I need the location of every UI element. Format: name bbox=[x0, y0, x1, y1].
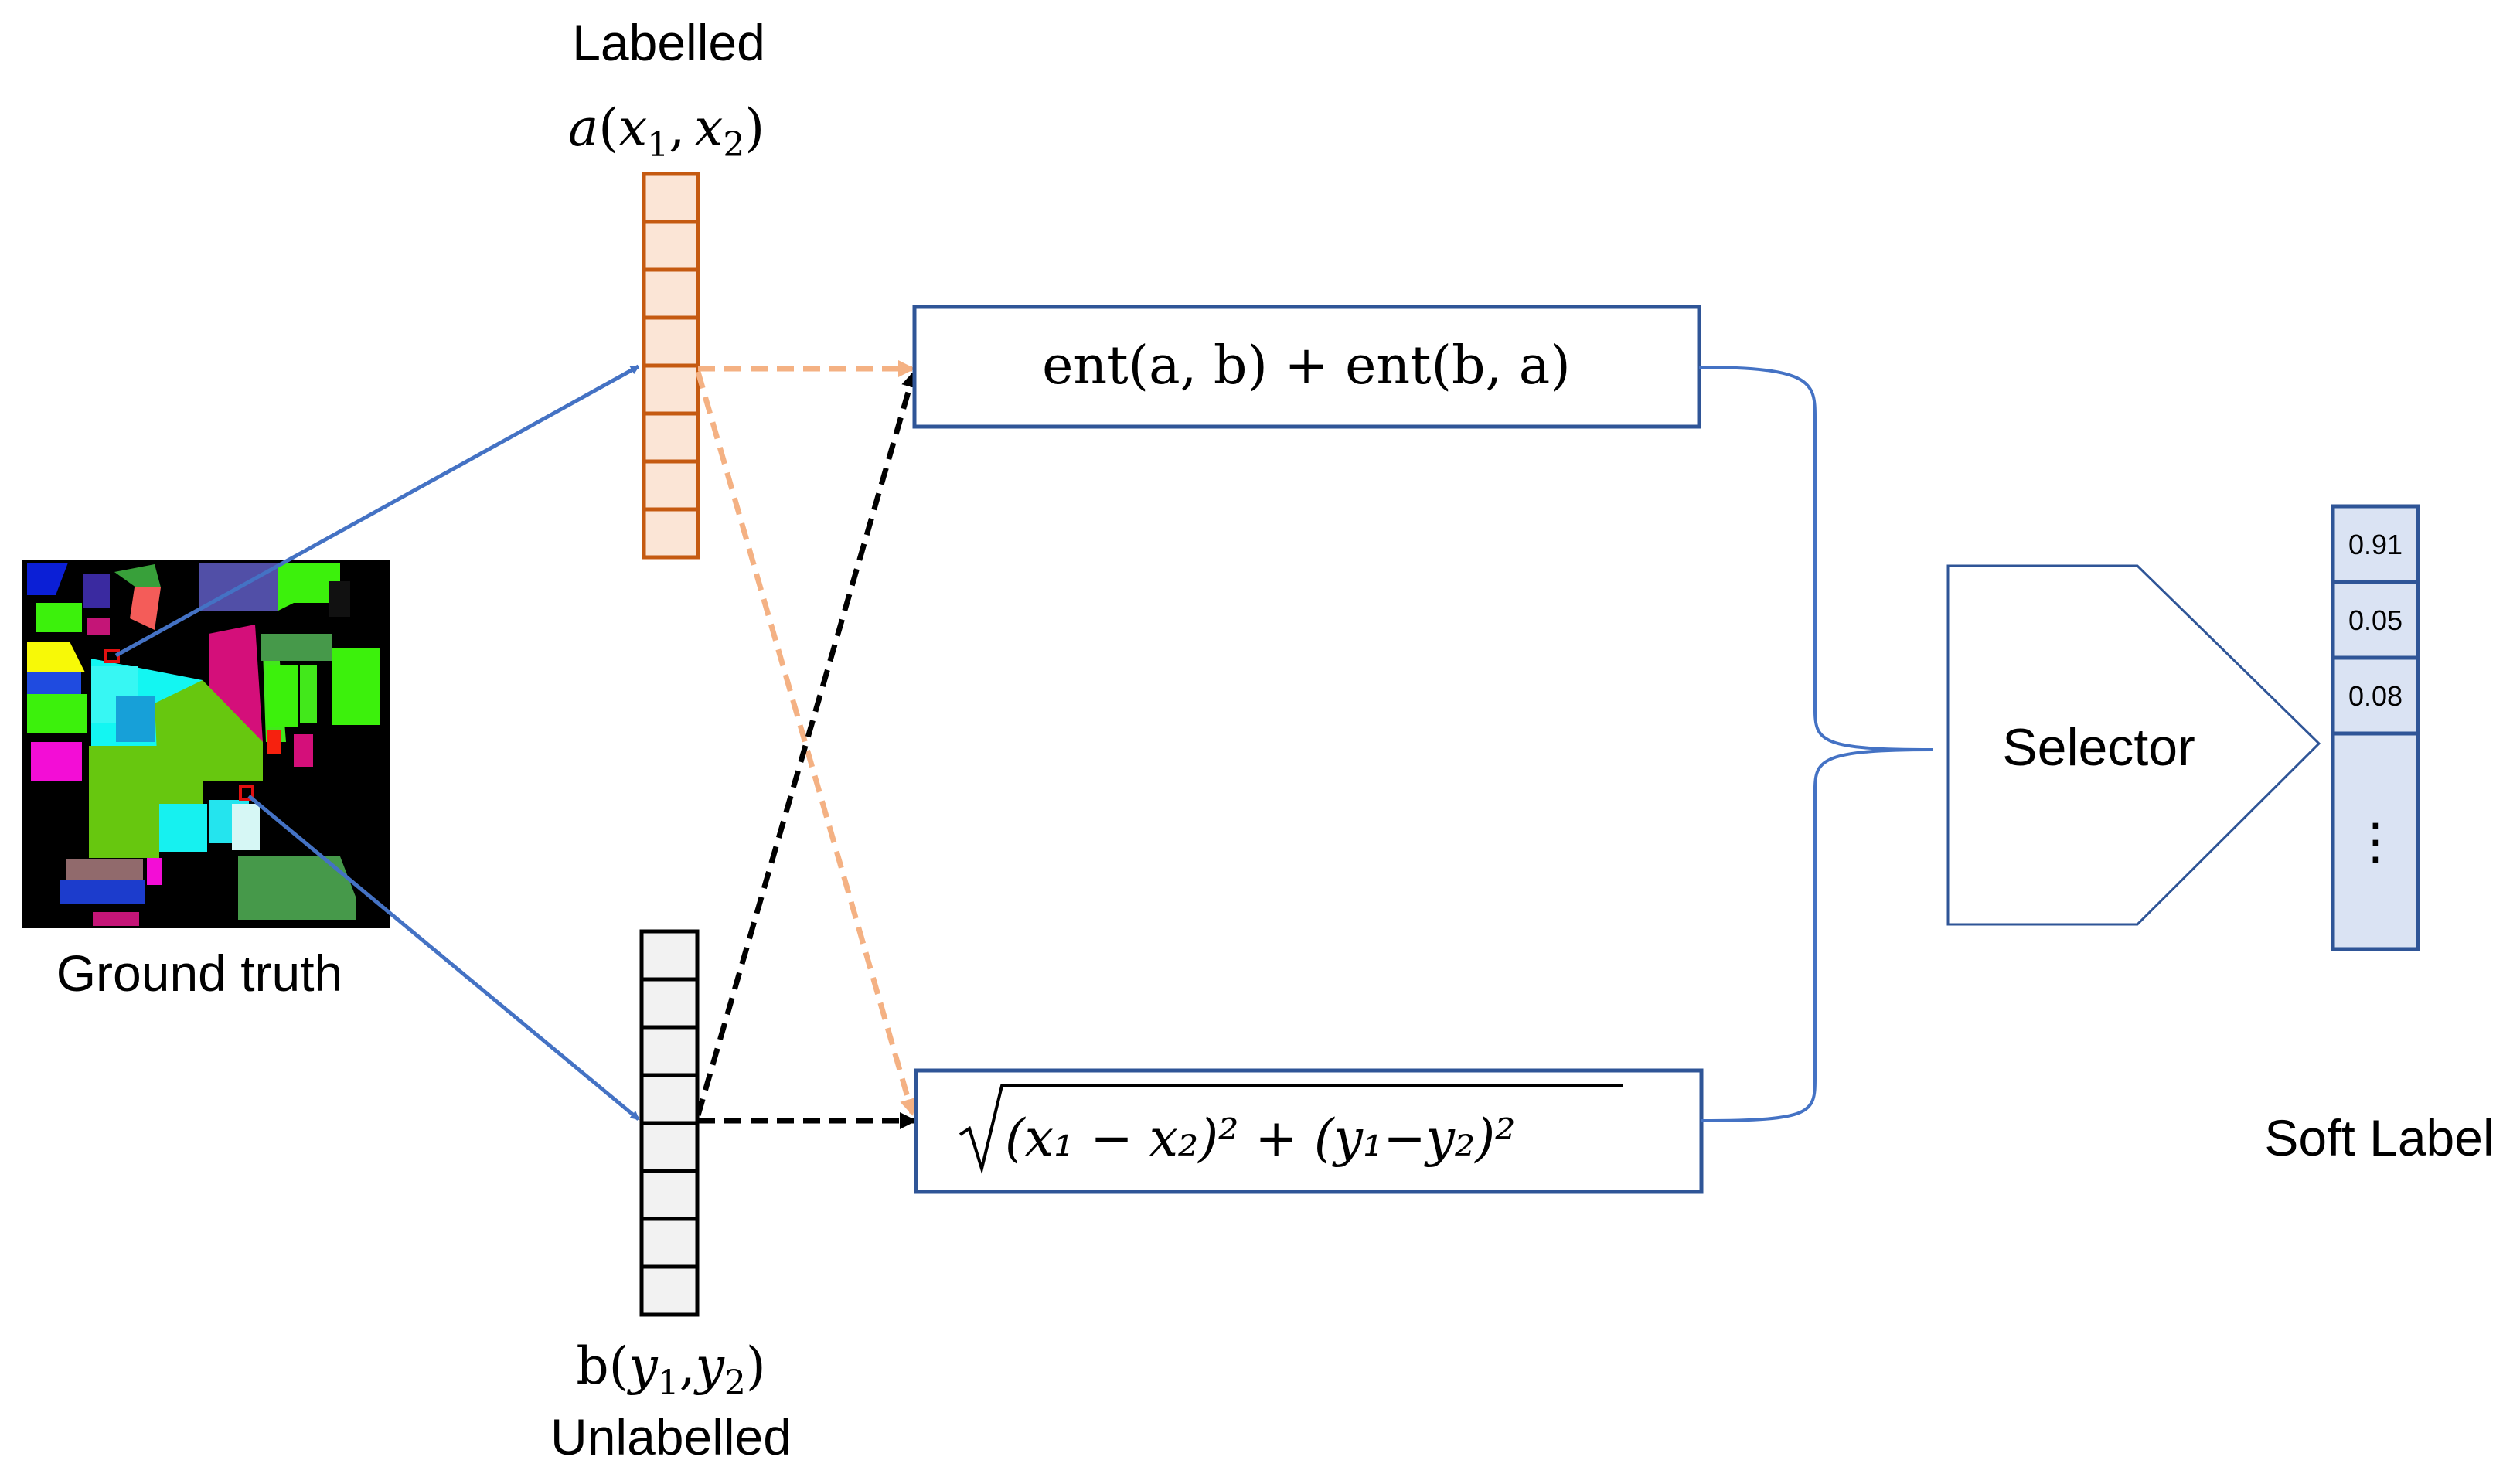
unlabelled-vector-cell bbox=[639, 929, 700, 982]
selector-label: Selector bbox=[2002, 718, 2195, 777]
labelled-vector-cell bbox=[642, 315, 700, 368]
labelled-vector-cell bbox=[642, 459, 700, 512]
labelled-vector-cell bbox=[642, 172, 700, 224]
unlabelled-vector bbox=[639, 929, 700, 1317]
labelled-vector bbox=[642, 172, 700, 560]
distance-formula: (x₁ − x₂)² + (y₁−y₂)² bbox=[1005, 1108, 1516, 1168]
soft-label-value: 0.91 bbox=[2348, 529, 2403, 560]
selector-shape bbox=[1946, 564, 2321, 926]
labelled-vector-cell bbox=[642, 220, 700, 272]
distance-box bbox=[914, 1068, 1704, 1194]
labelled-vector-cell bbox=[642, 363, 700, 416]
unlabelled-title: Unlabelled bbox=[550, 1408, 792, 1465]
entropy-formula: ent(a, b) + ent(b, a) bbox=[1042, 335, 1571, 397]
brace-connector bbox=[1698, 366, 1933, 1122]
labelled-expression: a(x1,x2) bbox=[568, 98, 765, 165]
ground-truth-label: Ground truth bbox=[56, 945, 343, 1002]
unlabelled-vector-cell bbox=[639, 1169, 700, 1221]
labelled-vector-cell bbox=[642, 267, 700, 320]
entropy-box bbox=[912, 305, 1701, 429]
soft-label-value: 0.05 bbox=[2348, 604, 2403, 636]
soft-label-cell bbox=[2331, 580, 2420, 660]
soft-label-ellipsis: ⋮ bbox=[2351, 814, 2400, 870]
labelled-vector-cell bbox=[642, 507, 700, 560]
unlabelled-vector-cell bbox=[639, 1217, 700, 1269]
soft-label-title: Soft Label bbox=[2264, 1109, 2494, 1166]
unlabelled-vector-cell bbox=[639, 1073, 700, 1125]
labelled-vector-cell bbox=[642, 411, 700, 464]
unlabelled-to-entropy-arrow bbox=[695, 370, 918, 1116]
ground-truth-map bbox=[22, 560, 390, 928]
labelled-title: Labelled bbox=[572, 14, 765, 71]
unlabelled-vector-cell bbox=[639, 1025, 700, 1077]
unlabelled-vector-cell bbox=[639, 1121, 700, 1173]
soft-label-cell bbox=[2331, 655, 2420, 736]
labelled-to-distance-arrow bbox=[695, 371, 917, 1116]
soft-label-value: 0.08 bbox=[2348, 680, 2403, 712]
unlabelled-vector-cell bbox=[639, 977, 700, 1030]
sqrt-symbol-icon bbox=[959, 1084, 1623, 1175]
map-to-unlabelled-arrow bbox=[247, 795, 640, 1121]
soft-label-cell bbox=[2331, 504, 2420, 584]
map-to-labelled-arrow bbox=[114, 364, 640, 658]
soft-label-vector: 0.91 0.05 0.08 ⋮ bbox=[2331, 504, 2420, 951]
unlabelled-vector-cell bbox=[639, 1264, 700, 1317]
soft-label-cell bbox=[2331, 731, 2420, 951]
unlabelled-expression: b(y1,y2) bbox=[576, 1336, 765, 1403]
